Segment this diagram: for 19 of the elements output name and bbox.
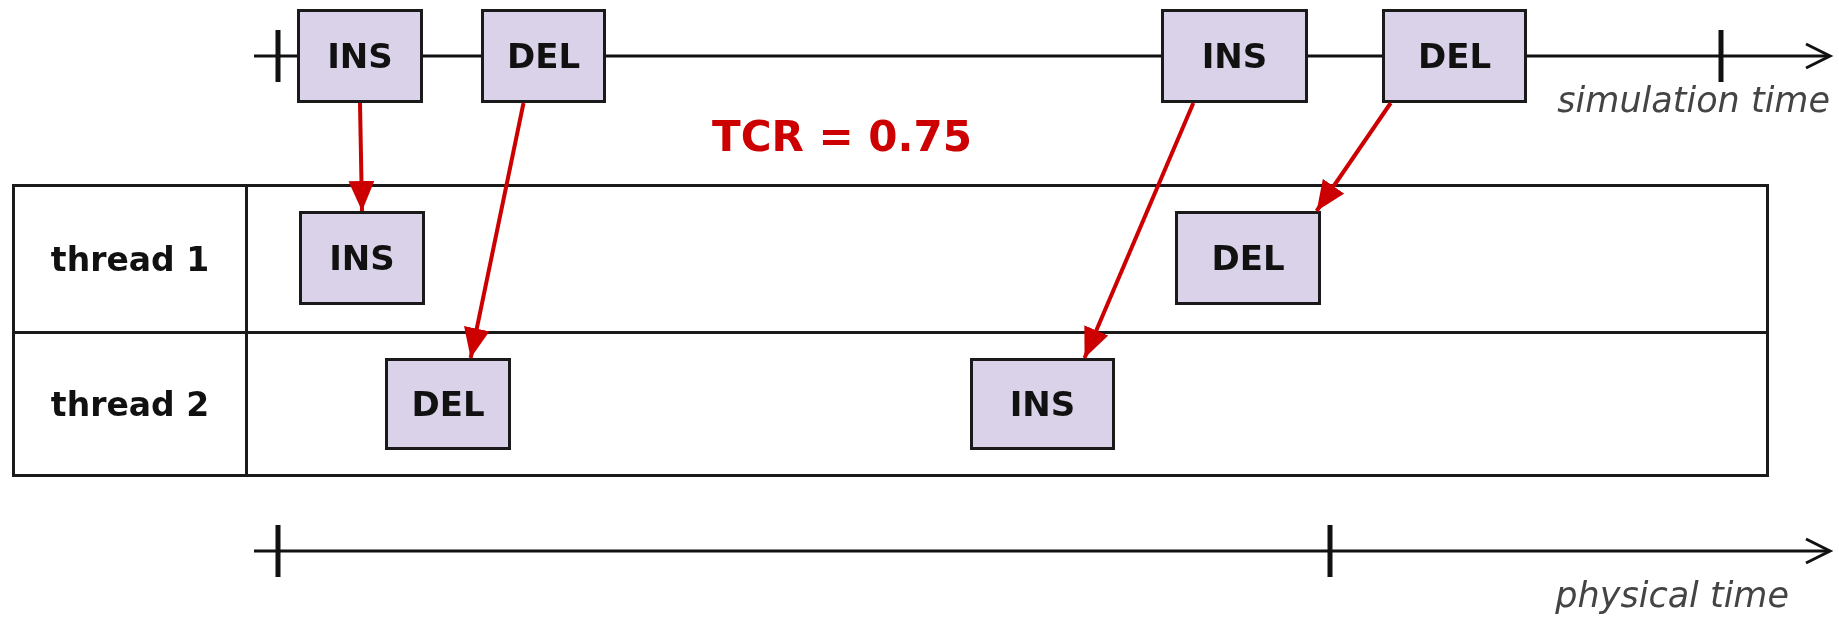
event-box: INS bbox=[1161, 9, 1308, 103]
event-box: INS bbox=[970, 358, 1115, 450]
event-box: INS bbox=[297, 9, 423, 103]
event-box: DEL bbox=[1175, 211, 1321, 305]
arrow bbox=[464, 102, 526, 359]
arrow bbox=[1314, 101, 1393, 213]
thread-row bbox=[12, 331, 1769, 477]
ratio-annotation: TCR = 0.75 bbox=[712, 112, 972, 161]
event-box: DEL bbox=[385, 358, 511, 450]
arrow bbox=[348, 102, 375, 212]
event-box: INS bbox=[299, 211, 425, 305]
axis-label: simulation time bbox=[1557, 80, 1830, 120]
event-box: DEL bbox=[1382, 9, 1527, 103]
row-label: thread 2 bbox=[50, 384, 210, 424]
axis-label: physical time bbox=[1555, 575, 1789, 615]
thread-row bbox=[12, 184, 1769, 334]
event-box: DEL bbox=[481, 9, 606, 103]
arrow bbox=[1082, 102, 1196, 359]
row-label: thread 1 bbox=[50, 239, 210, 279]
